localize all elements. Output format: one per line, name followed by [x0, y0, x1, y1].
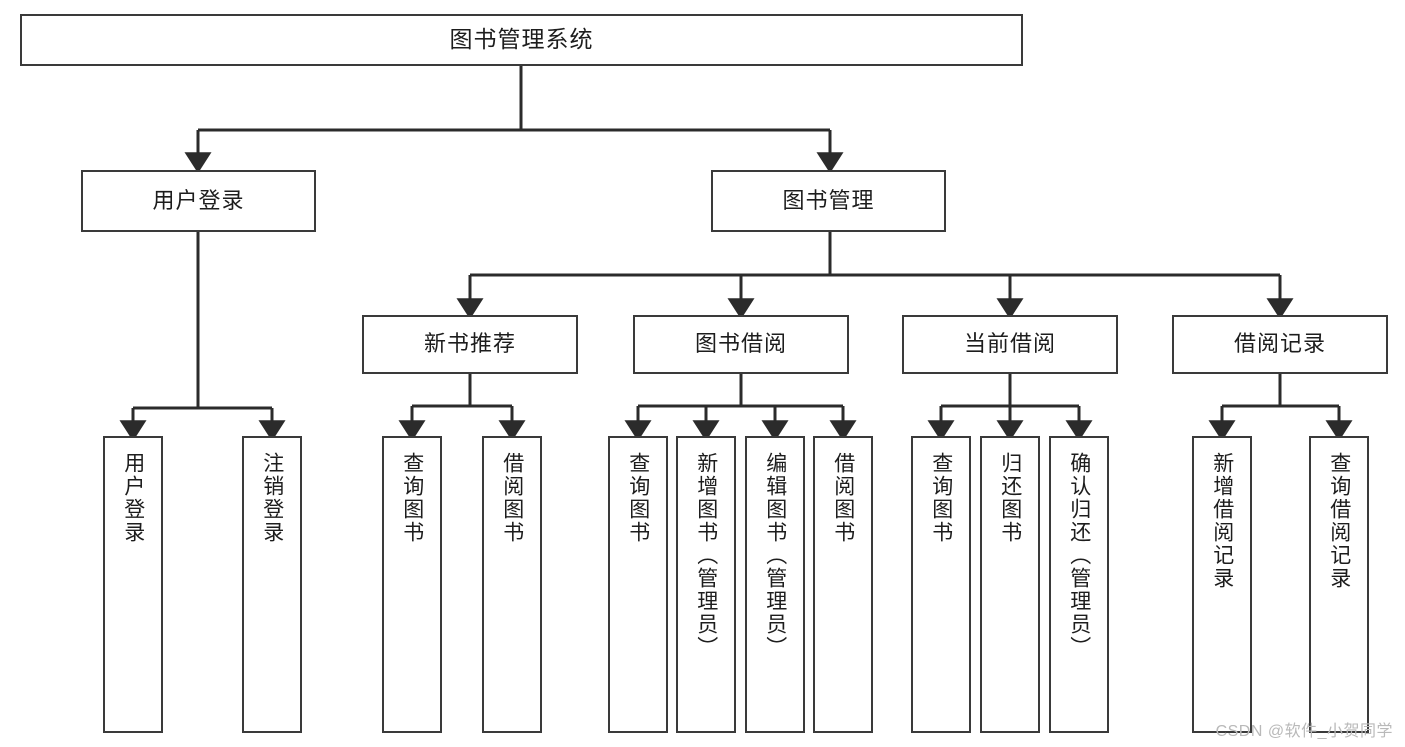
- node-current-borrow[interactable]: 当前借阅: [902, 315, 1118, 374]
- leaf-add-book[interactable]: 新增图书（管理员）: [676, 436, 736, 733]
- leaf-user-login[interactable]: 用户登录: [103, 436, 163, 733]
- leaf-query-book-3[interactable]: 查询图书: [911, 436, 971, 733]
- node-book-borrow-label: 图书借阅: [694, 331, 787, 357]
- leaf-query-borrow-record-label: 查询借阅记录: [1327, 452, 1351, 590]
- node-book-management-label: 图书管理: [782, 187, 875, 213]
- leaf-edit-book[interactable]: 编辑图书（管理员）: [745, 436, 805, 733]
- leaf-borrow-book-2-label: 借阅图书: [831, 452, 855, 544]
- node-new-book-recommend[interactable]: 新书推荐: [362, 315, 578, 374]
- leaf-query-book-2[interactable]: 查询图书: [608, 436, 668, 733]
- leaf-return-book-label: 归还图书: [998, 452, 1022, 544]
- leaf-query-book-1-label: 查询图书: [400, 452, 424, 544]
- node-new-book-recommend-label: 新书推荐: [423, 331, 516, 357]
- leaf-add-book-label: 新增图书（管理员）: [694, 452, 718, 659]
- node-book-management[interactable]: 图书管理: [711, 170, 946, 232]
- leaf-logout-label: 注销登录: [260, 452, 284, 544]
- leaf-confirm-return-label: 确认归还（管理员）: [1067, 452, 1091, 659]
- watermark: CSDN @软件_小贺同学: [1215, 723, 1393, 740]
- leaf-query-borrow-record[interactable]: 查询借阅记录: [1309, 436, 1369, 733]
- node-borrow-record[interactable]: 借阅记录: [1172, 315, 1388, 374]
- node-book-borrow[interactable]: 图书借阅: [633, 315, 849, 374]
- leaf-query-book-3-label: 查询图书: [929, 452, 953, 544]
- node-root-label: 图书管理系统: [449, 26, 594, 53]
- leaf-query-book-1[interactable]: 查询图书: [382, 436, 442, 733]
- leaf-logout[interactable]: 注销登录: [242, 436, 302, 733]
- leaf-confirm-return[interactable]: 确认归还（管理员）: [1049, 436, 1109, 733]
- node-user-login-label: 用户登录: [152, 187, 245, 213]
- leaf-query-book-2-label: 查询图书: [626, 452, 650, 544]
- node-borrow-record-label: 借阅记录: [1233, 331, 1326, 357]
- leaf-add-borrow-record-label: 新增借阅记录: [1210, 452, 1234, 590]
- leaf-user-login-label: 用户登录: [121, 452, 145, 544]
- leaf-edit-book-label: 编辑图书（管理员）: [763, 452, 787, 659]
- leaf-borrow-book-1-label: 借阅图书: [500, 452, 524, 544]
- leaf-add-borrow-record[interactable]: 新增借阅记录: [1192, 436, 1252, 733]
- node-root[interactable]: 图书管理系统: [20, 14, 1023, 66]
- leaf-return-book[interactable]: 归还图书: [980, 436, 1040, 733]
- node-user-login[interactable]: 用户登录: [81, 170, 316, 232]
- leaf-borrow-book-2[interactable]: 借阅图书: [813, 436, 873, 733]
- leaf-borrow-book-1[interactable]: 借阅图书: [482, 436, 542, 733]
- node-current-borrow-label: 当前借阅: [963, 331, 1056, 357]
